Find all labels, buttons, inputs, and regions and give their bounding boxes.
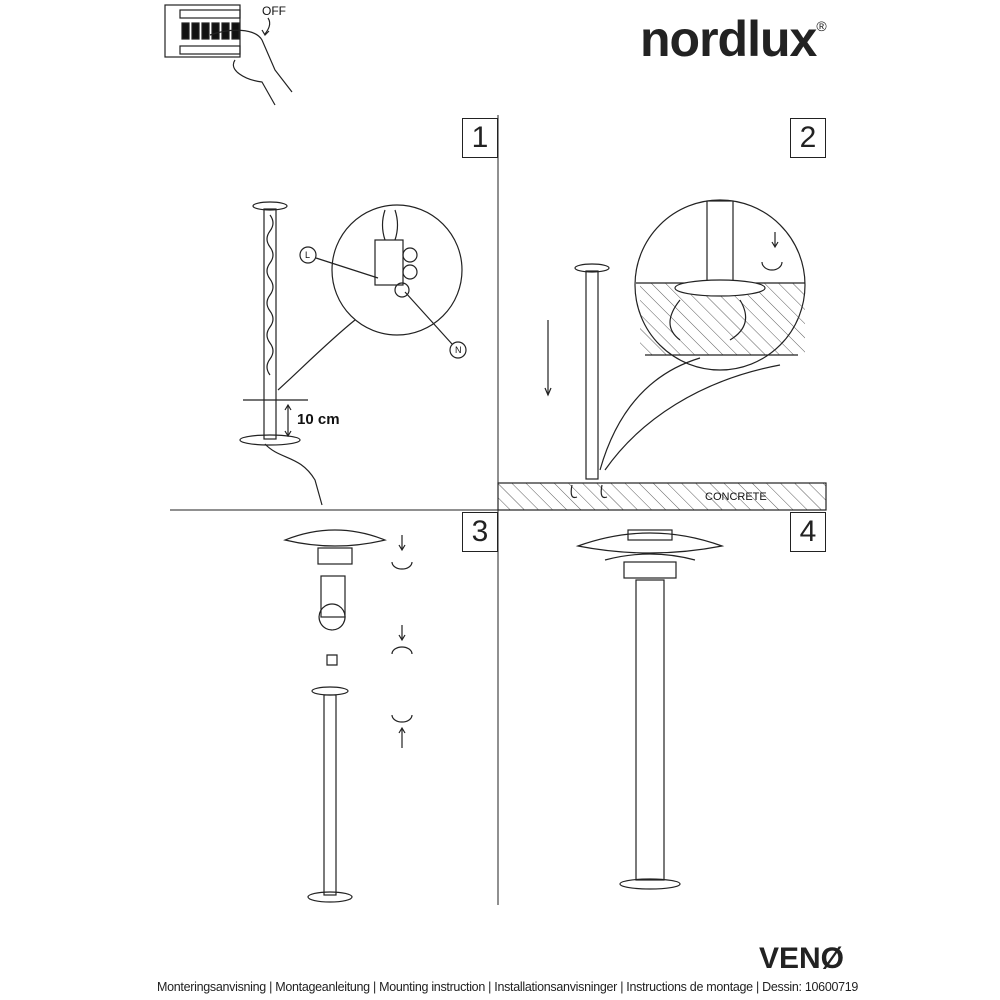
nordlux-logo: nordlux® <box>640 11 827 67</box>
step-3-number: 3 <box>462 512 498 552</box>
step-1-number: 1 <box>462 118 498 158</box>
step4-illustration <box>575 529 725 890</box>
breaker-switch-off-illustration <box>164 4 293 106</box>
step-2-number: 2 <box>790 118 826 158</box>
concrete-label: CONCRETE <box>705 491 767 503</box>
footer-text: Monteringsanvisning | Montageanleitung |… <box>157 980 859 994</box>
off-label: OFF <box>262 4 286 18</box>
wire-label-l: L <box>305 250 311 260</box>
product-name: VENØ <box>758 942 844 975</box>
step-4-number: 4 <box>790 512 826 552</box>
step2-illustration <box>497 199 827 511</box>
step3-illustration <box>283 529 413 903</box>
step1-illustration <box>239 201 467 506</box>
measure-label: 10 cm <box>297 411 340 428</box>
wire-label-n: N <box>455 345 462 355</box>
